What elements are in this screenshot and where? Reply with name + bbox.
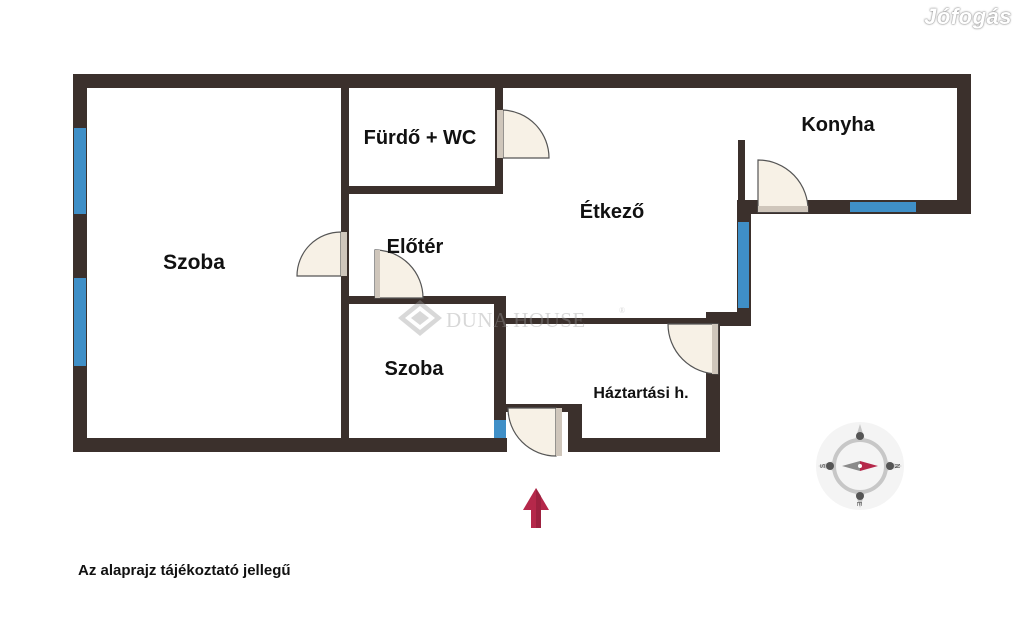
room-labels: Szoba Fürdő + WC Étkező Konyha Előtér Sz… — [163, 114, 875, 402]
duna-house-watermark: DUNA HOUSE ® — [398, 300, 625, 336]
door-szoba-large — [296, 231, 342, 277]
disclaimer-note: Az alaprajz tájékoztató jellegű — [78, 562, 291, 579]
entrance-arrow-icon — [523, 488, 549, 528]
room-label-furdo: Fürdő + WC — [364, 127, 477, 149]
door-furdo — [502, 109, 550, 159]
door-eloter — [374, 249, 424, 299]
compass-e: E — [855, 502, 862, 507]
room-label-szoba-small: Szoba — [385, 358, 445, 380]
room-label-etkezo: Étkező — [580, 200, 644, 223]
room-label-haztartasi: Háztartási h. — [593, 385, 688, 402]
watermark-agency: DUNA HOUSE — [446, 308, 586, 332]
compass-rose-icon: N S E — [816, 422, 904, 510]
door-entrance — [507, 407, 557, 457]
brand-watermark: Jófogás — [924, 4, 1012, 29]
doors — [296, 109, 809, 457]
duna-house-logo-icon — [398, 300, 442, 336]
watermark-registered: ® — [619, 306, 625, 315]
door-konyha — [757, 159, 809, 213]
windows — [74, 128, 916, 438]
room-label-eloter: Előtér — [387, 236, 444, 258]
room-label-szoba-large: Szoba — [163, 251, 225, 274]
room-label-konyha: Konyha — [801, 114, 875, 136]
door-haztartasi — [667, 323, 719, 375]
door-leaves — [341, 110, 808, 456]
compass-s: S — [820, 463, 827, 468]
compass-n: N — [893, 463, 900, 468]
